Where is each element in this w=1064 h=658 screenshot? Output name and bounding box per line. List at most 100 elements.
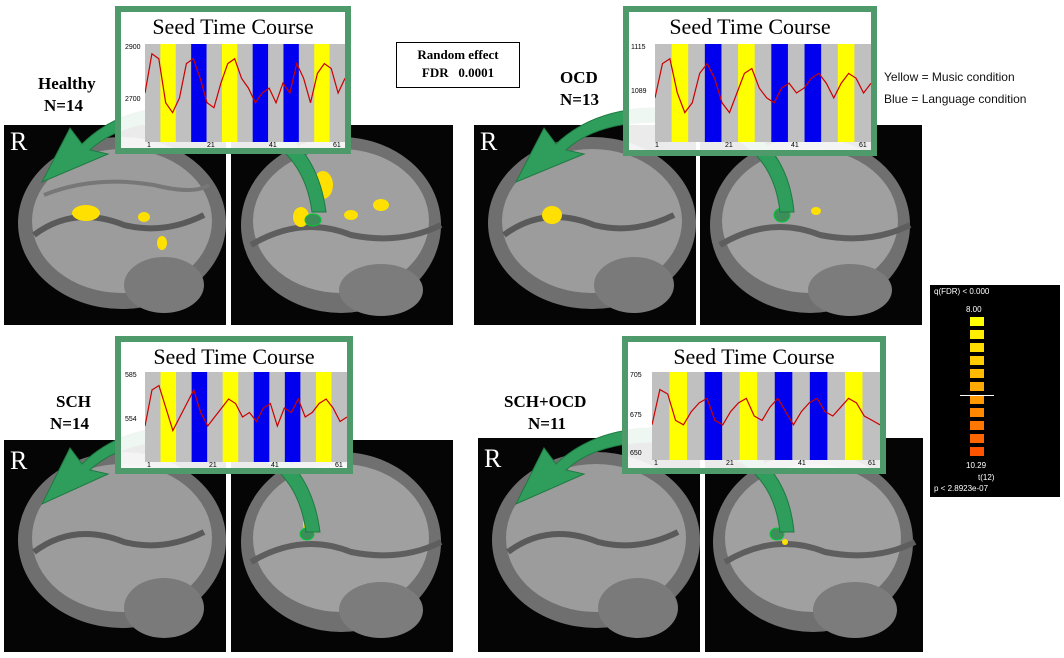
colorbar-swatch	[970, 330, 984, 339]
brain-image	[18, 137, 226, 313]
condition-block-rest	[175, 44, 192, 142]
legend-language: Blue = Language condition	[884, 92, 1027, 106]
colorbar-max: 8.00	[966, 305, 982, 314]
condition-block-language	[284, 372, 301, 462]
y-tick-label: 675	[630, 412, 642, 419]
brain-image	[241, 137, 443, 316]
brain-slice-healthy-lateral: R	[4, 125, 226, 325]
condition-block-rest	[329, 44, 345, 142]
seed-time-course-trace	[145, 52, 345, 114]
condition-block-rest	[862, 372, 880, 460]
colorbar-swatch	[970, 408, 984, 417]
condition-block-rest	[757, 372, 776, 460]
colorbar-swatch	[970, 356, 984, 365]
condition-block-music	[671, 44, 689, 142]
panel-title: Seed Time Course	[152, 14, 314, 39]
group-label-sch: SCH	[56, 392, 91, 411]
condition-block-rest	[237, 44, 254, 142]
statistics-box: Random effect FDR 0.0001	[396, 42, 520, 88]
condition-block-rest	[821, 44, 839, 142]
condition-block-language	[191, 44, 208, 142]
condition-block-rest	[176, 372, 193, 462]
colorbar-swatch	[970, 317, 984, 326]
condition-block-music	[669, 372, 688, 460]
condition-block-language	[252, 44, 269, 142]
condition-block-rest	[827, 372, 846, 460]
x-tick-label: 1	[655, 142, 659, 149]
colorbar-swatch	[970, 343, 984, 352]
seed-time-course-trace	[145, 384, 347, 433]
y-tick-label: 554	[125, 416, 137, 423]
condition-block-music	[221, 44, 238, 142]
seed-time-course-panel-schocd: Seed Time Course 705 675 650 1 21 41 61	[622, 336, 886, 474]
y-tick-label: 2700	[125, 96, 141, 103]
panel-title: Seed Time Course	[669, 14, 831, 39]
colorbar-swatch	[970, 434, 984, 443]
condition-block-language	[809, 372, 828, 460]
x-tick-label: 41	[798, 460, 806, 467]
x-tick-label: 1	[147, 462, 151, 469]
condition-block-language	[804, 44, 822, 142]
group-n-schocd: N=11	[528, 414, 567, 433]
colorbar: q(FDR) < 0.000 8.00 10.29 t(12) p < 2.89…	[930, 285, 1060, 497]
condition-block-music	[314, 44, 331, 142]
time-course-svg	[655, 44, 871, 142]
group-n-ocd: N=13	[560, 90, 599, 109]
condition-block-rest	[854, 44, 871, 142]
seed-time-course-trace	[652, 388, 880, 426]
x-tick-label: 61	[335, 462, 343, 469]
time-course-svg	[145, 372, 347, 462]
y-tick-label: 650	[630, 450, 642, 457]
condition-block-music	[844, 372, 863, 460]
panel-title: Seed Time Course	[673, 344, 835, 369]
y-tick-label: 705	[630, 372, 642, 379]
y-tick-label: 2900	[125, 44, 141, 51]
condition-block-language	[253, 372, 270, 462]
colorbar-min: 10.29	[966, 461, 987, 470]
condition-block-rest	[145, 372, 162, 462]
condition-block-rest	[688, 44, 706, 142]
x-tick-label: 21	[726, 460, 734, 467]
colorbar-stat: t(12)	[978, 473, 995, 482]
condition-block-rest	[298, 44, 315, 142]
panel-title: Seed Time Course	[153, 344, 315, 369]
colorbar-swatch	[970, 382, 984, 391]
seed-time-course-panel-ocd: Seed Time Course 1115 1089 1 21 41 61	[623, 6, 877, 156]
condition-block-rest	[687, 372, 706, 460]
seed-time-course-panel-healthy: Seed Time Course 2900 2700 1 21 41 61	[115, 6, 351, 154]
y-tick-label: 1115	[631, 44, 646, 51]
colorbar-pvalue: p < 2.8923e-07	[934, 484, 989, 493]
condition-block-rest	[238, 372, 255, 462]
time-course-plot	[655, 44, 871, 142]
condition-block-rest	[722, 372, 741, 460]
condition-block-music	[315, 372, 332, 462]
legend-music: Yellow = Music condition	[884, 70, 1015, 84]
x-tick-label: 21	[725, 142, 733, 149]
stats-line-1: Random effect	[417, 47, 499, 62]
condition-block-language	[283, 44, 300, 142]
x-tick-label: 1	[654, 460, 658, 467]
condition-block-rest	[300, 372, 317, 462]
side-label: R	[10, 446, 28, 475]
x-tick-label: 61	[859, 142, 867, 149]
side-label: R	[10, 127, 28, 156]
x-tick-label: 21	[209, 462, 217, 469]
condition-block-rest	[331, 372, 347, 462]
time-course-svg	[652, 372, 880, 460]
condition-block-music	[160, 44, 177, 142]
x-tick-label: 1	[147, 142, 151, 149]
group-label-schocd: SCH+OCD	[504, 392, 587, 411]
colorbar-swatch	[970, 447, 984, 456]
group-label-healthy: Healthy	[38, 74, 96, 93]
colorbar-swatch	[970, 369, 984, 378]
y-tick-label: 585	[125, 372, 137, 379]
condition-block-music	[222, 372, 239, 462]
side-label: R	[484, 444, 502, 473]
time-course-svg	[145, 44, 345, 142]
colorbar-threshold: q(FDR) < 0.000	[934, 287, 990, 296]
time-course-plot	[145, 44, 345, 142]
y-tick-label: 1089	[631, 88, 647, 95]
condition-block-rest	[269, 372, 286, 462]
group-n-healthy: N=14	[44, 96, 83, 115]
colorbar-zero-line	[960, 395, 994, 396]
